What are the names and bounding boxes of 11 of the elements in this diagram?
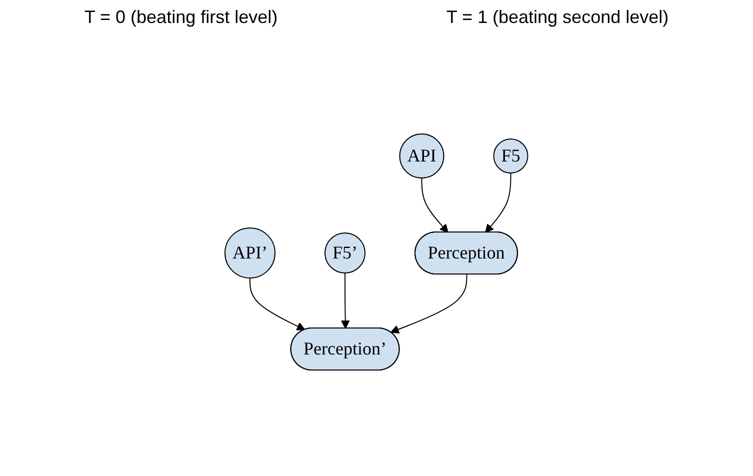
heading-label: T = 0 (beating first level) [84, 6, 278, 28]
arrow [485, 172, 512, 233]
arrow [341, 272, 350, 329]
arrow [421, 178, 449, 233]
node-circle: F5’ [324, 232, 366, 274]
node-circle: API’ [224, 228, 276, 278]
arrow [250, 278, 306, 330]
arrow [390, 274, 468, 334]
node-circle: F5 [493, 138, 528, 174]
heading-label: T = 1 (beating second level) [446, 6, 669, 28]
node-circle: API [399, 134, 444, 178]
